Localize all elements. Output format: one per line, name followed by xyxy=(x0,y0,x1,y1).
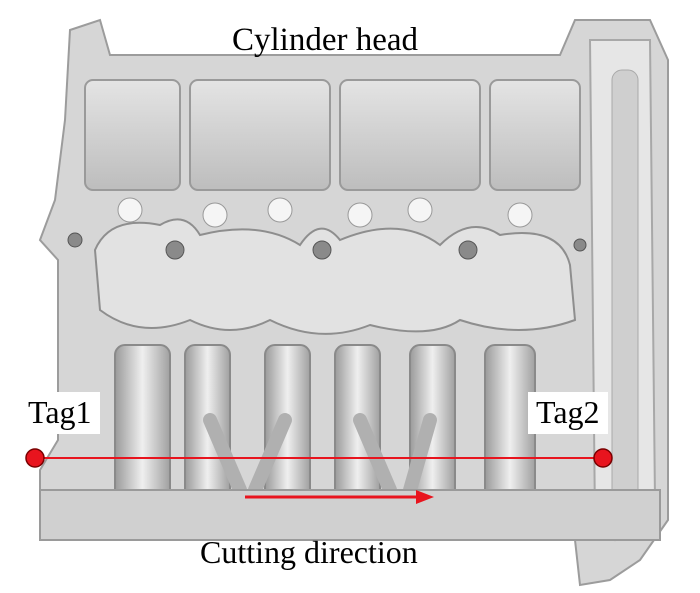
tag2-label: Tag2 xyxy=(528,392,608,434)
cutting-direction-label: Cutting direction xyxy=(200,534,418,570)
direction-arrow-icon xyxy=(245,490,434,504)
tag1-label: Tag1 xyxy=(22,392,100,434)
tag2-marker xyxy=(593,448,613,468)
tag1-marker xyxy=(25,448,45,468)
diagram-title: Cylinder head xyxy=(232,22,419,58)
cylinder-head-part xyxy=(38,18,669,587)
